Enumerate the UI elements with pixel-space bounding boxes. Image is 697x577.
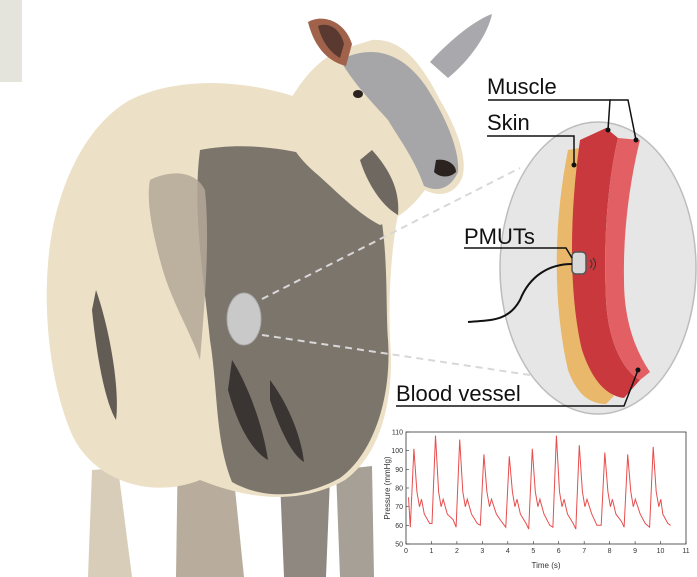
pmut-device (572, 252, 586, 274)
y-tick-label: 70 (395, 504, 403, 511)
sheep-eye (353, 90, 363, 98)
y-tick-label: 80 (395, 486, 403, 493)
x-tick-label: 4 (506, 548, 510, 555)
blood-vessel-label: Blood vessel (396, 381, 521, 407)
muscle-leader-dot-2 (634, 138, 639, 143)
sheep-ear-right (430, 14, 492, 78)
x-tick-label: 2 (455, 548, 459, 555)
sensor-patch (227, 293, 261, 345)
muscle-label: Muscle (487, 74, 557, 100)
y-tick-label: 50 (395, 542, 403, 549)
muscle-leader-dot-1 (606, 128, 611, 133)
y-tick-label: 110 (392, 430, 403, 437)
sheep-leg-back-left (88, 468, 132, 577)
pmuts-label: PMUTs (464, 224, 535, 250)
y-tick-label: 60 (395, 523, 403, 530)
x-tick-label: 11 (682, 548, 689, 555)
skin-leader-dot (572, 163, 577, 168)
vessel-leader-dot (636, 368, 641, 373)
pressure-chart: 50 60 70 80 90 100 110 0 1 2 3 4 5 6 7 8 9 10 11 Time (s)… (382, 426, 692, 574)
x-axis-title: Time (s) (531, 561, 560, 570)
x-tick-label: 5 (531, 548, 535, 555)
x-tick-label: 8 (608, 548, 612, 555)
x-tick-label: 10 (657, 548, 665, 555)
y-tick-label: 100 (391, 448, 403, 455)
x-tick-label: 3 (480, 548, 484, 555)
skin-label: Skin (487, 110, 530, 136)
x-tick-label: 6 (557, 548, 561, 555)
sheep-leg-front-right (336, 466, 374, 577)
x-tick-label: 7 (582, 548, 586, 555)
y-tick-label: 90 (395, 467, 403, 474)
x-tick-label: 9 (633, 548, 637, 555)
corner-tag (0, 0, 22, 82)
x-tick-label: 0 (404, 548, 408, 555)
x-tick-label: 1 (430, 548, 434, 555)
y-axis-title: Pressure (mmHg) (383, 456, 392, 519)
